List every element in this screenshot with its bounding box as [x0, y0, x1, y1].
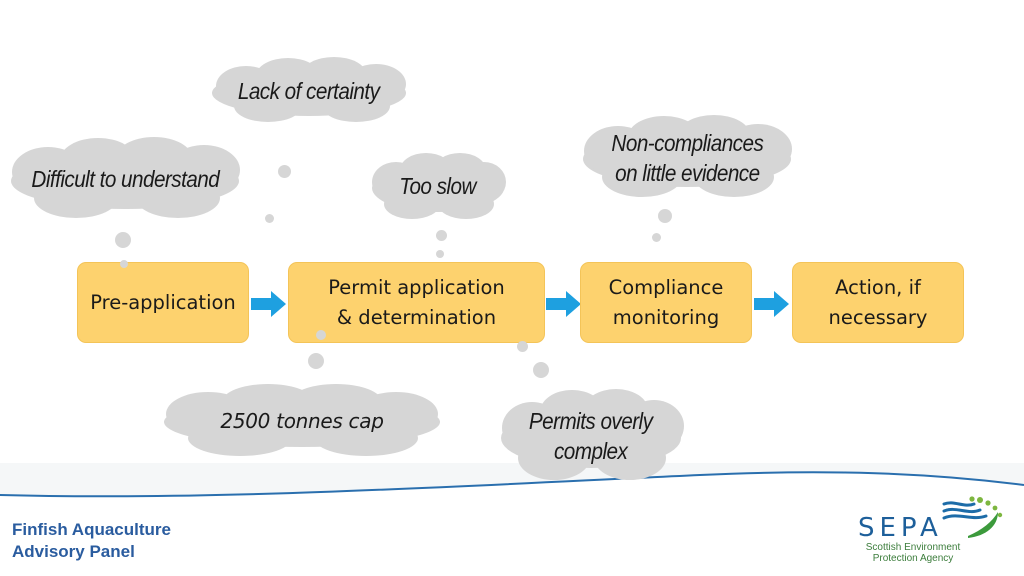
footer-title-line2: Advisory Panel	[12, 542, 135, 561]
cloud-shape	[583, 115, 792, 197]
footer-wave	[0, 463, 1024, 576]
sepa-logo-subtitle: Scottish Environment Protection Agency	[852, 542, 974, 564]
concern-permits-complex-line2: complex	[554, 438, 628, 464]
waves-icon	[942, 501, 988, 520]
process-step-label: Permit application & determination	[328, 273, 505, 333]
process-pre-application: Pre-application	[77, 262, 249, 343]
concern-non-compliances-line2: on little evidence	[614, 160, 760, 186]
footer-title: Finfish Aquaculture Advisory Panel	[12, 519, 171, 563]
concern-lack-of-certainty: Lack of certainty	[238, 78, 380, 104]
concern-permits-complex-line1: Permits overly	[529, 408, 653, 434]
thought-bubble	[652, 233, 661, 242]
concern-permits-complex: Permits overly complex	[529, 406, 653, 466]
cloud-shape	[501, 389, 684, 480]
arrow-right-icon	[251, 291, 286, 317]
cloud-difficult-to-understand: Difficult to understand	[6, 134, 244, 224]
sepa-subtitle-line1: Scottish Environment	[865, 542, 961, 553]
concern-difficult-to-understand: Difficult to understand	[31, 166, 219, 192]
thought-bubble	[308, 353, 324, 369]
thought-bubble	[265, 214, 274, 223]
cloud-lack-of-certainty: Lack of certainty	[206, 56, 412, 126]
process-permit-application: Permit application & determination	[288, 262, 545, 343]
thought-bubble	[120, 260, 128, 268]
sepa-wordmark: SEPA	[858, 513, 943, 543]
concern-non-compliances-line1: Non-compliances	[611, 130, 763, 156]
process-compliance-monitoring: Compliance monitoring	[580, 262, 752, 343]
footer-title-line1: Finfish Aquaculture	[12, 520, 171, 539]
thought-bubble	[436, 250, 444, 258]
thought-bubble	[436, 230, 447, 241]
arrow-right-icon	[546, 291, 581, 317]
cloud-shape	[11, 137, 240, 218]
concern-tonnes-cap: 2500 tonnes cap	[220, 409, 384, 433]
concern-too-slow: Too slow	[399, 173, 477, 199]
thought-bubble	[278, 165, 291, 178]
sepa-subtitle-line2: Protection Agency	[872, 553, 954, 564]
process-action-line2: necessary	[828, 305, 928, 329]
process-step-label: Compliance monitoring	[609, 273, 724, 333]
concern-non-compliances: Non-compliances on little evidence	[611, 128, 763, 188]
thought-bubble	[115, 232, 131, 248]
process-action-line1: Action, if	[835, 275, 921, 299]
cloud-permits-complex: Permits overly complex	[496, 388, 686, 484]
cloud-tonnes-cap: 2500 tonnes cap	[160, 382, 444, 460]
arrow-right-icon	[754, 291, 789, 317]
thought-bubble	[658, 209, 672, 223]
process-step-label: Action, if necessary	[829, 273, 928, 333]
process-permit-line2: & determination	[336, 305, 497, 329]
cloud-non-compliances: Non-compliances on little evidence	[578, 113, 796, 203]
process-step-label: Pre-application	[90, 290, 236, 314]
sun-rays-icon	[969, 496, 1003, 518]
cloud-shape	[372, 153, 506, 219]
cloud-shape	[164, 384, 440, 456]
thought-bubble	[517, 341, 528, 352]
process-compliance-line2: monitoring	[612, 305, 720, 329]
cloud-shape	[212, 57, 406, 122]
cloud-too-slow: Too slow	[368, 150, 508, 222]
process-compliance-line1: Compliance	[608, 275, 724, 299]
thought-bubble	[316, 330, 326, 340]
process-action: Action, if necessary	[792, 262, 964, 343]
sepa-logo: SEPA	[858, 496, 1003, 543]
thought-bubble	[533, 362, 549, 378]
process-permit-line1: Permit application	[328, 275, 505, 299]
